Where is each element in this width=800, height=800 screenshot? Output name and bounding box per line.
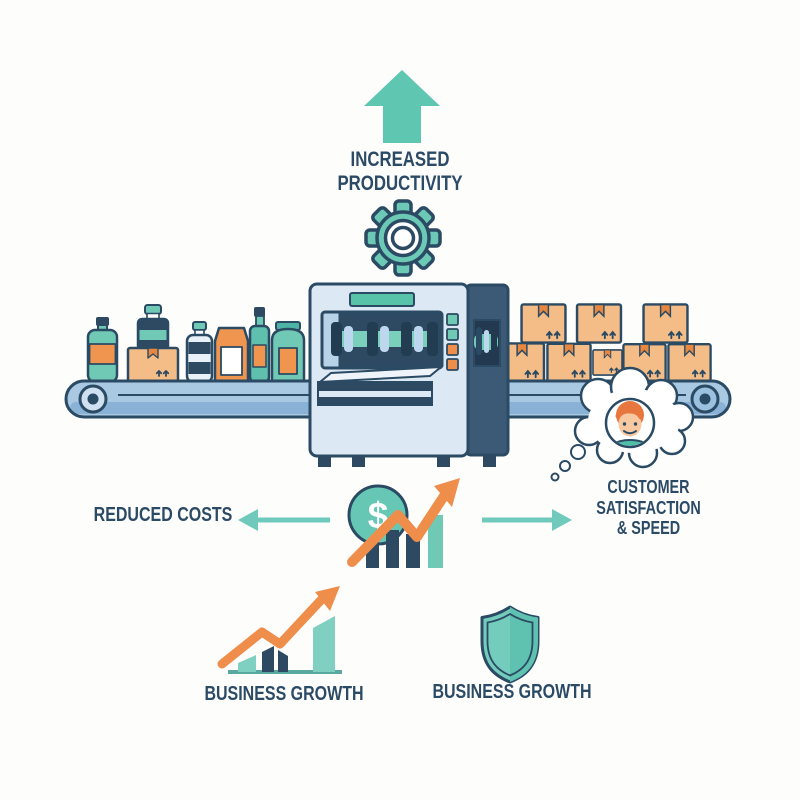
machine-buttons	[446, 313, 459, 371]
product-tube	[270, 321, 306, 384]
money-growth-icon: $	[347, 478, 460, 568]
machine-window	[320, 310, 444, 370]
this-side-up-icon	[155, 370, 170, 377]
cardboard-box	[642, 303, 689, 344]
belt-wheel-right	[690, 384, 720, 414]
thought-bubble-icon	[550, 366, 695, 482]
label-business-growth-left: BUSINESS GROWTH	[204, 683, 364, 705]
right-arrow-icon	[482, 509, 572, 531]
cardboard-box	[546, 342, 592, 383]
products-on-belt	[86, 304, 306, 384]
product-box-small	[126, 346, 180, 384]
label-business-growth-right: BUSINESS GROWTH	[432, 681, 592, 703]
customer-face	[607, 401, 653, 446]
label-customer-satisfaction-speed: CUSTOMER SATISFACTION & SPEED	[596, 477, 701, 539]
machine-output-tray	[316, 365, 445, 406]
product-bottle-3	[248, 307, 271, 384]
left-arrow-icon	[238, 509, 330, 531]
label-increased-productivity: INCREASED PRODUCTIVITY	[337, 148, 463, 195]
shield-icon	[480, 605, 540, 684]
product-bottle-1	[86, 317, 119, 384]
product-shaker-bottle	[136, 304, 170, 352]
cardboard-box	[575, 303, 623, 344]
gear-icon	[364, 199, 442, 277]
label-reduced-costs: REDUCED COSTS	[93, 504, 233, 526]
growth-chart-icon	[217, 586, 342, 674]
cardboard-box	[667, 342, 712, 383]
cardboard-box	[520, 303, 567, 344]
up-arrow-icon	[364, 70, 440, 143]
belt-wheel-left	[78, 384, 108, 414]
production-machine	[308, 282, 510, 467]
output-boxes	[498, 303, 712, 383]
product-bottle-2	[185, 321, 214, 384]
product-pouch	[213, 326, 250, 384]
